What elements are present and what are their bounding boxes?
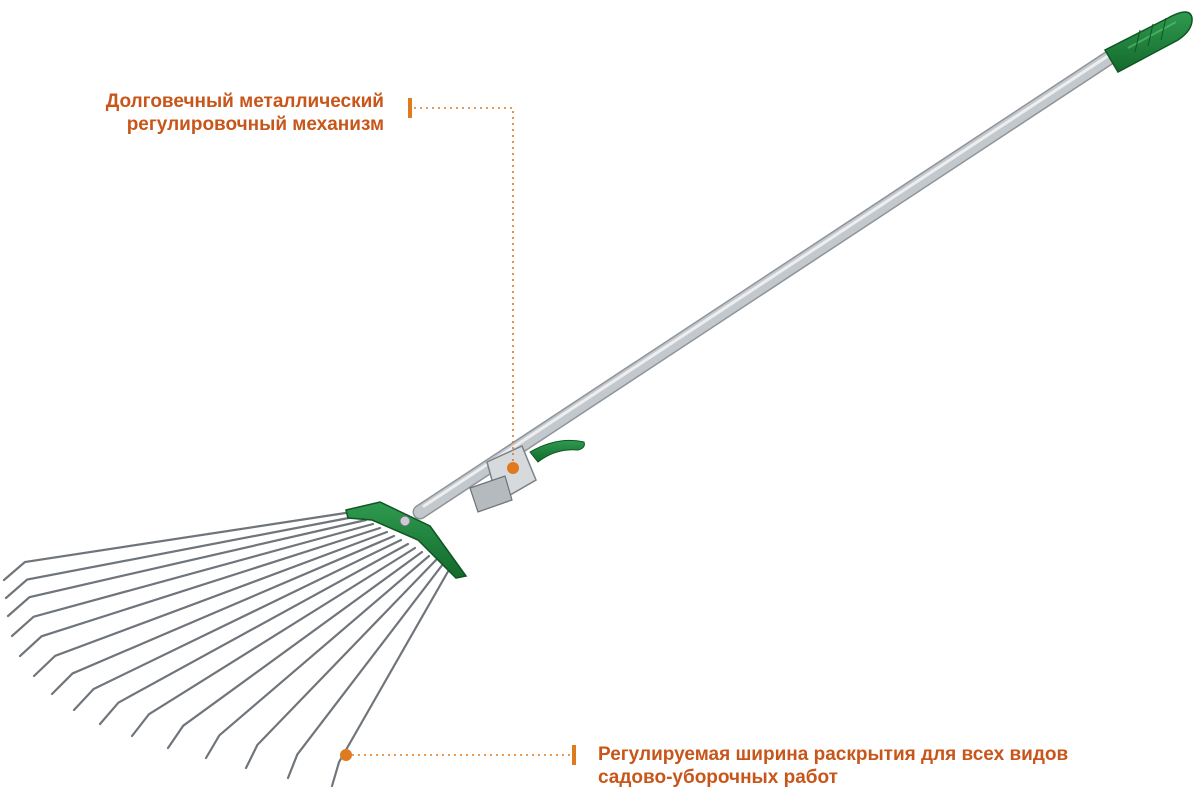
rake-tine [98,542,410,726]
handle-grip [1103,11,1193,73]
callout-marker-dot-2 [340,749,352,761]
rake-tine [72,538,403,712]
rake-tine [4,514,361,600]
callout-marker-bar-1 [408,98,412,118]
rake-tine [2,510,354,582]
rake-tine [6,518,368,618]
callout-text-width: Регулируемая ширина раскрытия для всех в… [598,743,1158,789]
rake-tine [286,562,445,780]
callout-2-line-2: садово-уборочных работ [598,767,838,788]
callout-marker-dot-1 [507,462,519,474]
rake-tines [2,510,452,788]
rake-tine [204,554,431,760]
callout-1-line-1: Долговечный металлический [105,91,384,112]
rake-tine [50,534,396,696]
callout-leader-1 [414,107,514,468]
callout-2-line-1: Регулируемая ширина раскрытия для всех в… [598,744,1069,765]
rake-shaft [412,44,1126,520]
rake-tine [130,546,417,738]
rake-tine [10,522,375,638]
rake-tine [18,526,382,658]
rake-tine [32,530,389,678]
rake-tine [166,550,424,750]
rake-tine [244,558,438,770]
rake-crossbar [345,501,468,579]
callout-text-mechanism: Долговечный металлический регулировочный… [54,90,384,136]
adjustment-mechanism [469,439,585,513]
callout-1-line-2: регулировочный механизм [126,114,384,135]
rake-tine [330,566,452,788]
callout-marker-bar-2 [572,745,576,765]
